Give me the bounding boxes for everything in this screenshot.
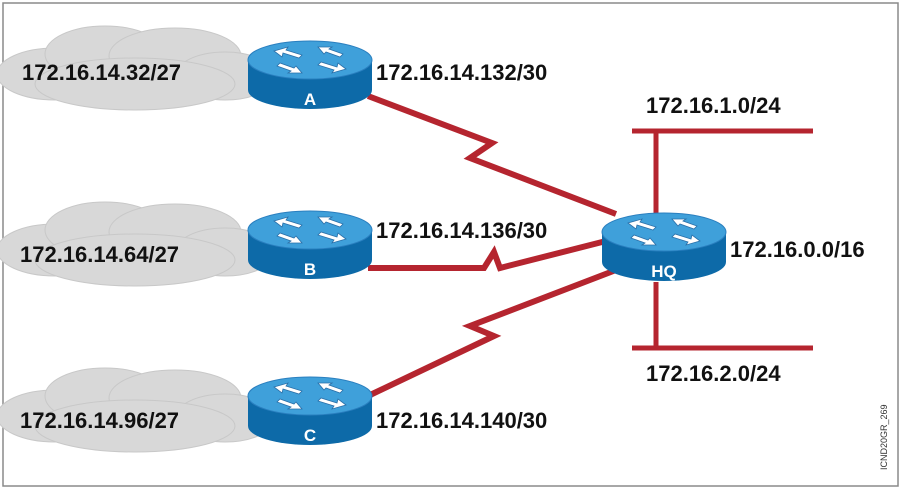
serial-link-b-hq [368, 237, 611, 272]
hq-lan-top-subnet: 172.16.1.0/24 [646, 93, 781, 118]
lan-c-subnet: 172.16.14.96/27 [20, 408, 179, 433]
wan-a-hq-subnet: 172.16.14.132/30 [376, 60, 547, 85]
router-c-label: C [304, 426, 316, 445]
router-hq[interactable]: HQ [601, 212, 727, 282]
router-a-label: A [304, 90, 316, 109]
lan-a-subnet: 172.16.14.32/27 [22, 60, 181, 85]
router-b-label: B [304, 260, 316, 279]
serial-link-a-hq [366, 93, 618, 217]
wan-b-hq-subnet: 172.16.14.136/30 [376, 218, 547, 243]
router-b[interactable]: B [247, 210, 373, 280]
lan-b-subnet: 172.16.14.64/27 [20, 242, 179, 267]
figure-code: ICND20GR_269 [879, 404, 889, 470]
serial-link-c-hq [366, 267, 618, 399]
hq-lan-bottom-subnet: 172.16.2.0/24 [646, 361, 781, 386]
router-hq-label: HQ [651, 262, 677, 281]
router-a[interactable]: A [247, 40, 373, 110]
router-c[interactable]: C [247, 376, 373, 446]
hq-summary-subnet: 172.16.0.0/16 [730, 237, 865, 262]
wan-c-hq-subnet: 172.16.14.140/30 [376, 408, 547, 433]
